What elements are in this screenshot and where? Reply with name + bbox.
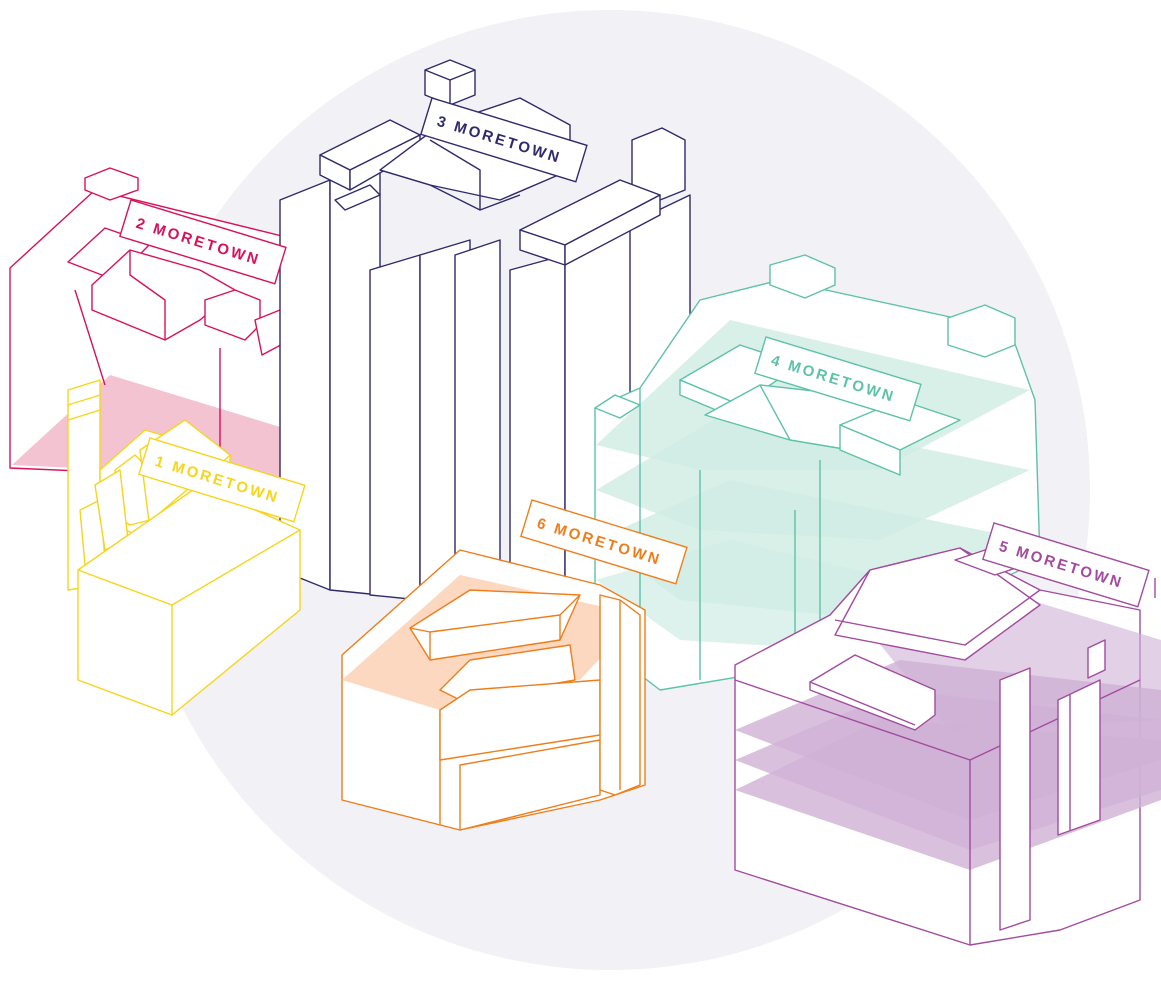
- label-3-moretown: 3 MORETOWN: [420, 97, 588, 183]
- building-5-floor-plate-3: [735, 720, 1161, 870]
- building-5: [734, 544, 1161, 946]
- building-6: [341, 549, 646, 831]
- label-1-moretown: 1 MORETOWN: [138, 437, 306, 523]
